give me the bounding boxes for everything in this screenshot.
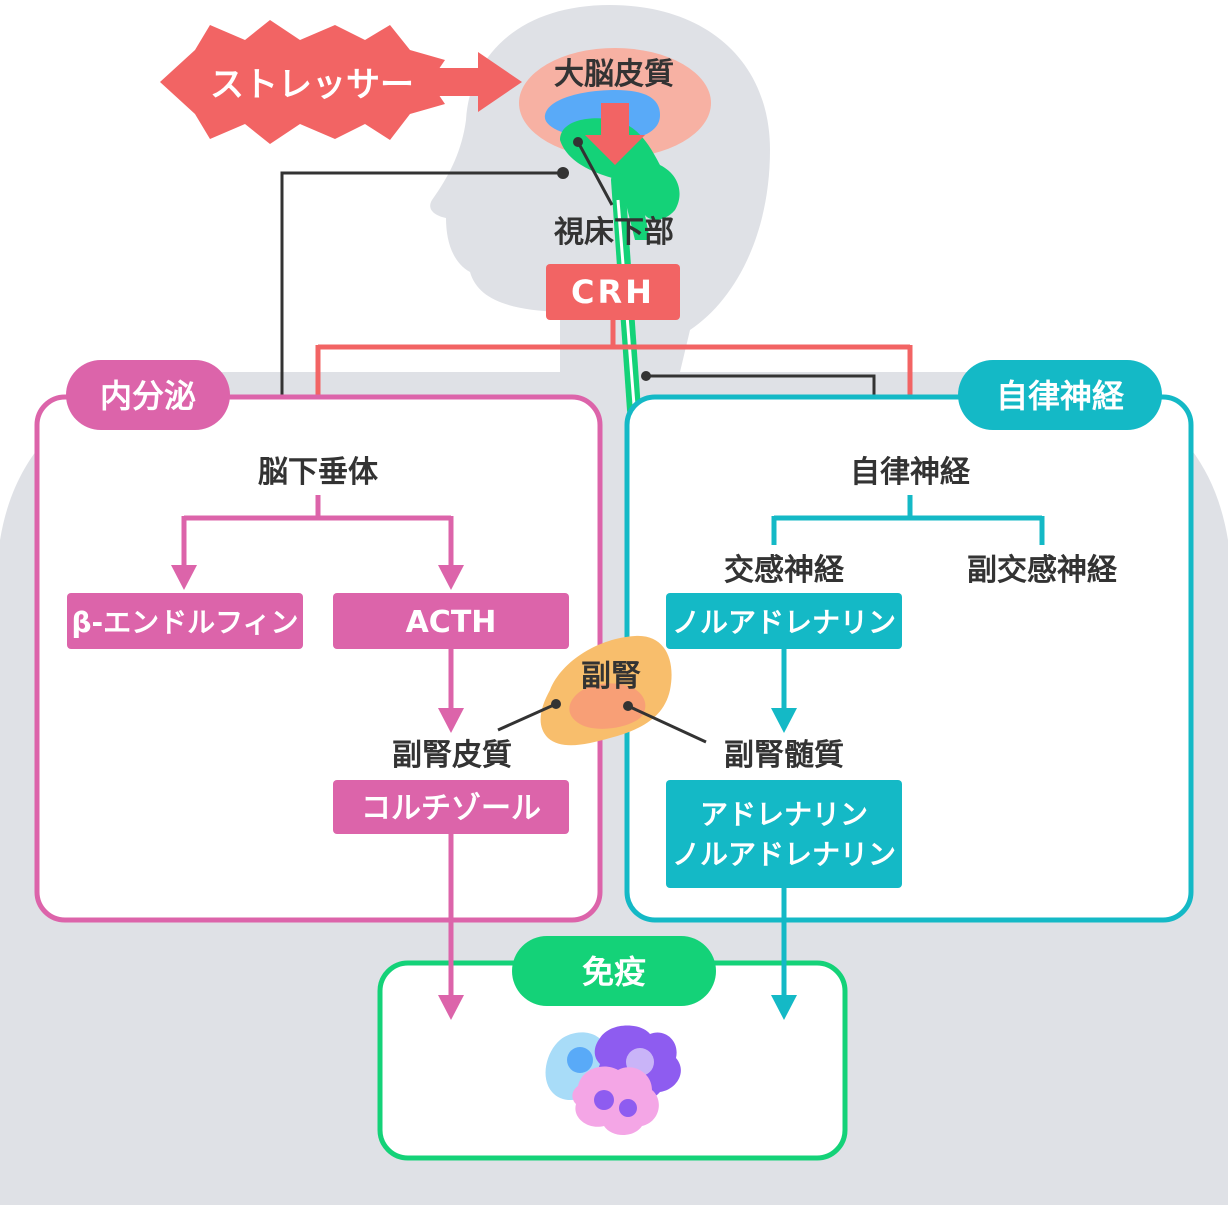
noradrenaline-medulla-arrow-head [771,708,797,733]
cortisol-immunity-arrow-head [438,995,464,1020]
cortex-down-arrow [585,103,645,165]
hypothalamus-pituitary-line [280,171,563,436]
immunity-panel: 免疫 [377,834,848,1161]
autonomic-split-line [771,495,1045,545]
pituitary-split-line [181,495,454,565]
crh-split-line [315,320,913,410]
crh-box [546,264,680,320]
adrenal-medulla-pointer [627,704,707,744]
adrenaline-label-line2: ノルアドレナリン [672,838,896,871]
stressor-arrow-head [478,52,522,112]
immune-cell-pink [572,1066,659,1135]
parasympathetic-label: 副交感神経 [967,553,1118,588]
adrenal-medulla-pointer-dot [623,701,633,711]
beta-endorphin-box [67,593,303,649]
stressor-arrow-shaft [425,68,480,96]
immune-cell-pink-nucleus-1 [594,1090,614,1110]
adrenaline-label-line1: アドレナリン [700,798,868,831]
crh-label: CRH [571,273,655,311]
autonomic-badge-label: 自律神経 [996,377,1125,415]
pituitary-line-dot [557,167,569,179]
stressor-group: ストレッサー [160,20,522,144]
adrenal-cortex-pointer-dot [551,699,561,709]
autonomic-badge [958,360,1162,430]
immune-cells-icon [545,1025,681,1135]
cortex-label: 大脳皮質 [554,57,674,92]
immunity-badge [512,936,716,1006]
noradrenaline-box [666,593,902,649]
adrenaline-box [666,780,902,888]
spinal-line-dot [641,371,651,381]
adrenal-medulla-label: 副腎髄質 [724,738,844,773]
adrenal-gland: 副腎 [497,635,707,746]
acth-label: ACTH [406,605,497,640]
adrenal-label: 副腎 [581,659,641,694]
immune-cell-pink-nucleus-2 [619,1099,637,1117]
noradrenaline-label: ノルアドレナリン [672,606,896,639]
immune-cell-blue-nucleus [567,1047,593,1073]
cortisol-label: コルチゾール [361,791,541,826]
acth-arrow-head [438,565,464,590]
hypothalamus-pointer-dot [573,137,583,147]
endocrine-badge [66,360,230,430]
adrenaline-immunity-arrow-head [771,995,797,1020]
cortisol-box [333,780,569,834]
endocrine-badge-label: 内分泌 [100,377,196,415]
endorphin-arrow-head [171,565,197,590]
acth-box [333,593,569,649]
immunity-badge-label: 免疫 [582,953,646,991]
endocrine-panel: 内分泌 脳下垂体 β-エンドルフィン ACTH 副腎皮質 コルチゾール [34,360,603,923]
acth-cortex-arrow-head [438,708,464,733]
adrenal-cortex-label: 副腎皮質 [392,738,512,773]
beta-endorphin-label: β-エンドルフィン [71,606,298,639]
sympathetic-label: 交感神経 [724,553,845,588]
adrenal-cortex-pointer [497,702,557,732]
stressor-label: ストレッサー [210,65,414,105]
hypothalamus-label: 視床下部 [554,215,674,250]
stressor-burst [160,20,445,144]
autonomic-panel: 自律神経 自律神経 交感神経 副交感神経 ノルアドレナリン 副腎髄質 アドレナリ… [624,360,1194,923]
pituitary-label: 脳下垂体 [258,455,379,490]
hypothalamus-pointer [576,141,614,206]
autonomic-nerve-label: 自律神経 [850,455,971,490]
adrenal-inner-shape [569,683,646,729]
